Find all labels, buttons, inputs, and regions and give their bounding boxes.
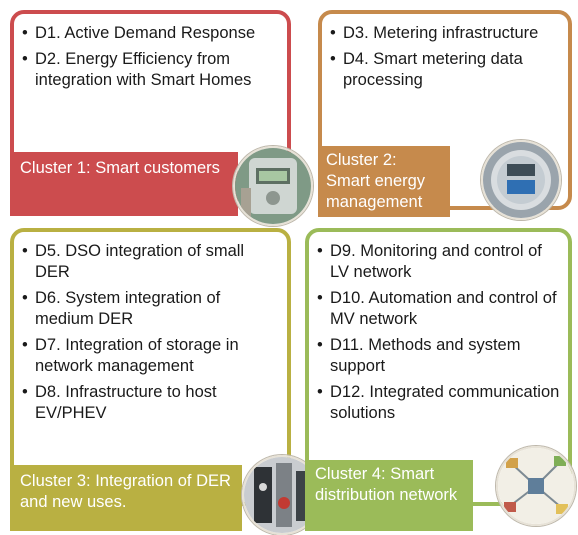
smart-meter-photo — [233, 146, 313, 226]
list-item: D11. Methods and system support — [317, 335, 562, 377]
list-item: D6. System integration of medium DER — [22, 288, 281, 330]
list-item: D10. Automation and control of MV networ… — [317, 288, 562, 330]
list-item: D5. DSO integration of small DER — [22, 241, 281, 283]
cluster-2-items: D3. Metering infrastructure D4. Smart me… — [322, 14, 568, 91]
list-item: D1. Active Demand Response — [22, 23, 281, 44]
cluster-4-label: Cluster 4: Smart distribution network — [305, 460, 473, 531]
cluster-1-items: D1. Active Demand Response D2. Energy Ef… — [14, 14, 287, 91]
list-item: D3. Metering infrastructure — [330, 23, 562, 44]
network-diagram-photo — [496, 446, 576, 526]
cluster-1-label: Cluster 1: Smart customers — [10, 152, 238, 216]
list-item: D2. Energy Efficiency from integration w… — [22, 49, 281, 91]
list-item: D8. Infrastructure to host EV/PHEV — [22, 382, 281, 424]
cluster-3-card: D5. DSO integration of small DER D6. Sys… — [10, 228, 291, 506]
list-item: D12. Integrated communication solutions — [317, 382, 562, 424]
cluster-2-label: Cluster 2: Smart energy management — [318, 146, 450, 217]
list-item: D9. Monitoring and control of LV network — [317, 241, 562, 283]
cluster-4-items: D9. Monitoring and control of LV network… — [309, 232, 568, 424]
electric-meter-photo — [481, 140, 561, 220]
cluster-3-label: Cluster 3: Integration of DER and new us… — [10, 465, 242, 531]
cluster-3-items: D5. DSO integration of small DER D6. Sys… — [14, 232, 287, 424]
list-item: D4. Smart metering data processing — [330, 49, 562, 91]
list-item: D7. Integration of storage in network ma… — [22, 335, 281, 377]
